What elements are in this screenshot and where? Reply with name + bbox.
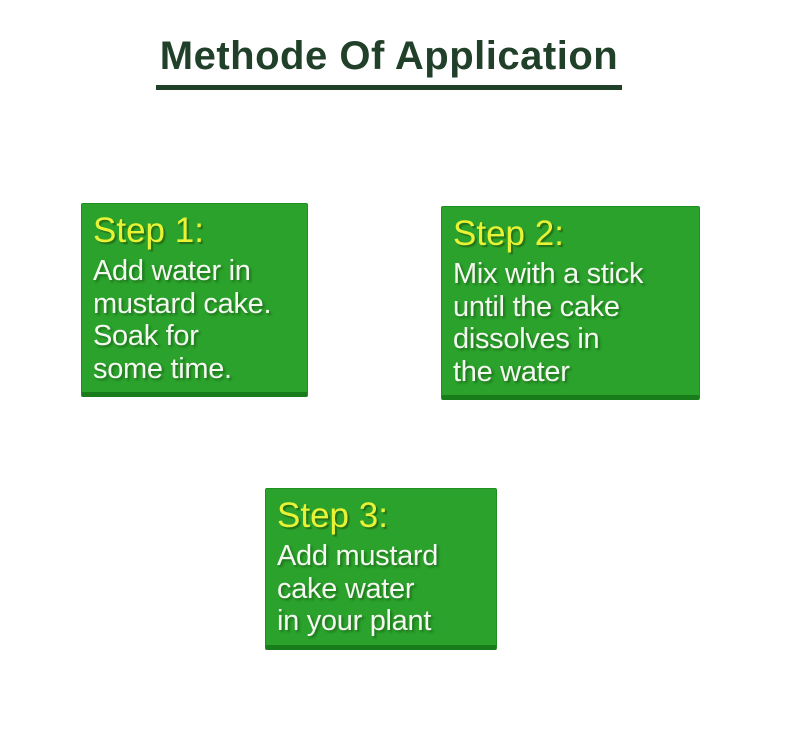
step-3-heading: Step 3: [277,496,388,535]
step-2-line-1: Mix with a stick [453,258,644,291]
step-1-heading: Step 1: [93,211,204,250]
title-area: Methode Of Application [0,34,778,90]
step-2-line-4: the water [453,355,570,388]
step-1-line-1: Add water in [93,255,251,288]
step-1-line-4: some time. [93,352,232,385]
step-3-card: Step 3: Add mustard cake water in your p… [265,488,497,650]
step-2-card: Step 2: Mix with a stick until the cake … [441,206,700,400]
step-3-line-3: in your plant [277,605,432,638]
step-1-line-2: mustard cake. [93,287,272,320]
step-3-line-2: cake water [277,572,415,605]
step-3-line-1: Add mustard [277,540,439,573]
step-1-line-3: Soak for [93,320,199,353]
step-2-line-3: dissolves in [453,323,600,356]
step-2-heading: Step 2: [453,214,564,253]
step-1-card: Step 1: Add water in mustard cake. Soak … [81,203,308,397]
page-title: Methode Of Application [155,34,623,90]
step-2-line-2: until the cake [453,290,620,323]
